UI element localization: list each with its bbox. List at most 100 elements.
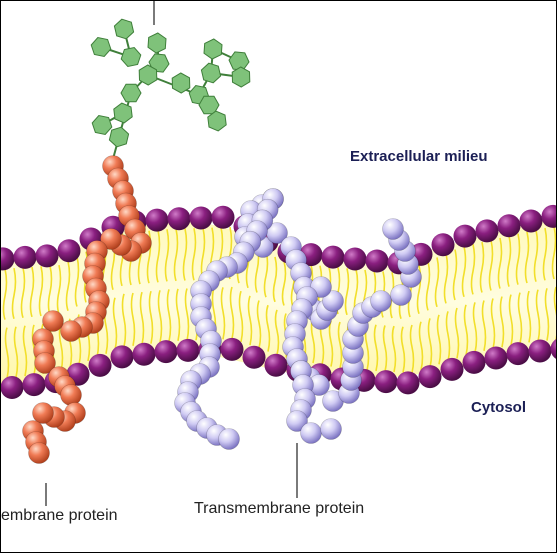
lipid-head bbox=[264, 353, 288, 377]
lipid-tail bbox=[281, 261, 287, 306]
lipid-tail bbox=[526, 290, 532, 343]
lipid-head bbox=[145, 208, 169, 232]
lipid-tail bbox=[434, 257, 440, 308]
amino-acid-bead bbox=[300, 422, 322, 444]
lipid-tail bbox=[328, 320, 334, 367]
lipid-head bbox=[132, 342, 156, 366]
lipid-tail bbox=[175, 288, 181, 342]
lipid-tail bbox=[238, 290, 244, 343]
transmembrane-protein bbox=[174, 188, 422, 450]
lipid-tail bbox=[479, 241, 485, 293]
sugar-hexagon bbox=[148, 53, 170, 73]
lipid-head bbox=[462, 350, 486, 374]
sugar-hexagon bbox=[200, 62, 222, 84]
sugar-hexagon bbox=[138, 64, 158, 86]
lipid-tail bbox=[256, 300, 262, 349]
lipid-head bbox=[528, 339, 552, 363]
lipid-head bbox=[176, 338, 200, 362]
lipid-tail bbox=[220, 287, 226, 340]
sugar-hexagon bbox=[171, 72, 191, 94]
amino-acid-bead bbox=[370, 290, 392, 312]
lipid-tail bbox=[20, 267, 26, 319]
amino-acid-bead bbox=[320, 418, 342, 440]
lipid-tail bbox=[2, 268, 8, 320]
lipid-tail bbox=[173, 228, 179, 282]
peripheral-protein bbox=[22, 155, 152, 464]
lipid-tail bbox=[490, 298, 496, 350]
lipid-head bbox=[374, 370, 398, 394]
lipid-tail bbox=[166, 289, 172, 342]
lipid-tail bbox=[74, 256, 80, 307]
lipid-tail bbox=[425, 261, 431, 311]
sugar-hexagon bbox=[203, 38, 223, 60]
amino-acid-bead bbox=[32, 402, 54, 424]
lipid-tail bbox=[472, 302, 478, 353]
sugar-hexagon bbox=[207, 110, 227, 132]
lipid-tail bbox=[344, 268, 350, 316]
amino-acid-bead bbox=[42, 310, 64, 332]
amino-acid-bead bbox=[382, 218, 404, 240]
amino-acid-bead bbox=[34, 352, 56, 374]
amino-acid-bead bbox=[322, 290, 344, 312]
amino-acid-bead bbox=[60, 384, 82, 406]
lipid-tail bbox=[463, 304, 469, 356]
sugar-hexagon bbox=[108, 126, 130, 148]
lipid-tail bbox=[274, 309, 280, 356]
lipid-tail bbox=[488, 239, 494, 291]
lipid-head bbox=[57, 239, 81, 263]
lipid-tail bbox=[182, 228, 188, 281]
lipid-head bbox=[453, 224, 477, 248]
lipid-head bbox=[396, 371, 420, 395]
extracellular-label: Extracellular milieu bbox=[350, 148, 488, 165]
lipid-tail bbox=[373, 324, 379, 372]
sugar-hexagon bbox=[120, 83, 142, 103]
lipid-tail bbox=[443, 253, 449, 304]
lipid-head bbox=[440, 357, 464, 381]
lipid-tail bbox=[544, 288, 550, 341]
lipid-head bbox=[431, 233, 455, 257]
lipid-head bbox=[497, 214, 521, 238]
cytosol-label: Cytosol bbox=[471, 399, 527, 416]
lipid-tail bbox=[445, 311, 451, 362]
lipid-head bbox=[365, 249, 389, 273]
lipid-head bbox=[1, 376, 24, 400]
lipid-head bbox=[189, 206, 213, 230]
lipid-tail bbox=[29, 266, 35, 318]
lipid-tail bbox=[4, 327, 10, 379]
lipid-tail bbox=[38, 266, 44, 317]
lipid-head bbox=[220, 337, 244, 361]
lipid-tail bbox=[409, 324, 415, 374]
lipid-tail bbox=[506, 235, 512, 287]
lipid-head bbox=[22, 373, 46, 397]
lipid-tail bbox=[515, 233, 521, 285]
sugar-hexagon bbox=[228, 51, 250, 71]
lipid-tail bbox=[400, 326, 406, 373]
lipid-tail bbox=[524, 231, 530, 284]
lipid-tail bbox=[263, 250, 269, 298]
lipid-tail bbox=[164, 229, 170, 282]
lipid-tail bbox=[553, 286, 556, 340]
lipid-tail bbox=[13, 326, 19, 378]
lipid-tail bbox=[121, 293, 127, 348]
lipid-head bbox=[211, 205, 235, 229]
lipid-tail bbox=[454, 307, 460, 359]
lipid-tail bbox=[157, 290, 163, 343]
lipid-tail bbox=[65, 261, 71, 311]
lipid-tail bbox=[337, 321, 343, 369]
lipid-head bbox=[88, 353, 112, 377]
lipid-tail bbox=[265, 304, 271, 352]
lipid-tail bbox=[382, 325, 388, 372]
amino-acid-bead bbox=[218, 428, 240, 450]
lipid-tail bbox=[452, 249, 458, 301]
lipid-tail bbox=[272, 256, 278, 303]
sugar-hexagon bbox=[120, 46, 142, 68]
lipid-tail bbox=[130, 292, 136, 346]
lipid-head bbox=[541, 204, 556, 228]
transmembrane-protein-label: Transmembrane protein bbox=[194, 500, 365, 517]
lipid-tail bbox=[551, 226, 556, 280]
sugar-hexagon bbox=[147, 32, 167, 54]
lipid-head bbox=[343, 247, 367, 271]
lipid-head bbox=[475, 219, 499, 243]
lipid-head bbox=[1, 247, 15, 271]
